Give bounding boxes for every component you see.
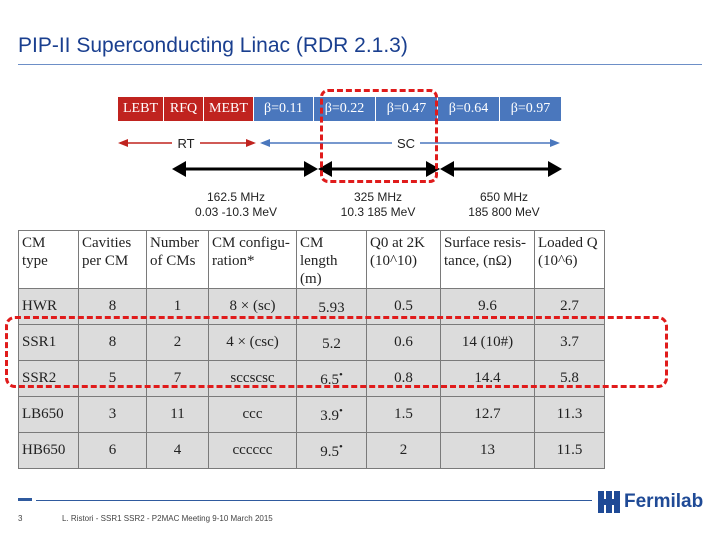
header-resistance: Surface resis-tance, (nΩ) [440, 230, 535, 289]
section-rfq: RFQ [164, 97, 204, 121]
slide-title: PIP-II Superconducting Linac (RDR 2.1.3) [18, 34, 408, 57]
freq-arrow-162 [172, 161, 318, 177]
highlight-ssr-rows [5, 316, 668, 388]
page-number: 3 [18, 514, 23, 523]
cell-q0: 2 [366, 432, 441, 469]
cell-type: LB650 [18, 396, 79, 433]
cell-type: SSR1 [18, 324, 79, 361]
section-beta-011: β=0.11 [254, 97, 314, 121]
cell-loaded-q: 5.8 [534, 360, 605, 397]
cell-config: cccccc [208, 432, 297, 469]
energy-650-label: 185 800 MeV [468, 205, 540, 219]
cell-length: 9.5• [296, 432, 367, 469]
cell-cavities: 3 [78, 396, 147, 433]
footer-text: L. Ristori - SSR1 SSR2 - P2MAC Meeting 9… [62, 514, 273, 523]
cell-q0: 1.5 [366, 396, 441, 433]
fermilab-logo: Fermilab [598, 489, 703, 515]
sc-arrow [260, 139, 560, 147]
cell-config: ccc [208, 396, 297, 433]
header-q0: Q0 at 2K(10^10) [366, 230, 441, 289]
freq-group-325: 325 MHz 10.3 185 MeV [328, 190, 428, 220]
linac-section-bar: LEBT RFQ MEBT β=0.11 β=0.22 β=0.47 β=0.6… [118, 97, 562, 121]
footer-accent [18, 498, 32, 501]
cell-length: 5.2 [296, 324, 367, 361]
freq-325-label: 325 MHz [353, 190, 403, 204]
header-config: CM configu-ration* [208, 230, 297, 289]
cell-cavities: 6 [78, 432, 147, 469]
cell-length: 6.5• [296, 360, 367, 397]
section-beta-022: β=0.22 [314, 97, 376, 121]
freq-group-650: 650 MHz 185 800 MeV [454, 190, 554, 220]
table-row: LB650 3 11 ccc 3.9• 1.5 12.7 11.3 [18, 396, 605, 433]
freq-group-162: 162.5 MHz 0.03 -10.3 MeV [186, 190, 286, 220]
linac-arrows-diagram: RT SC [118, 136, 562, 177]
cell-loaded-q: 11.3 [534, 396, 605, 433]
cell-type: HB650 [18, 432, 79, 469]
freq-arrow-650 [440, 161, 562, 177]
footer-divider [36, 500, 592, 501]
fermilab-logo-text: Fermilab [624, 491, 704, 512]
table-row: SSR1 8 2 4 × (csc) 5.2 0.6 14 (10#) 3.7 [18, 324, 605, 361]
cell-num-cms: 4 [146, 432, 209, 469]
cell-loaded-q: 11.5 [534, 432, 605, 469]
section-beta-097: β=0.97 [500, 97, 562, 121]
freq-650-label: 650 MHz [479, 190, 529, 204]
cell-type: SSR2 [18, 360, 79, 397]
energy-325-label: 10.3 185 MeV [340, 205, 416, 219]
table-row: HB650 6 4 cccccc 9.5• 2 13 11.5 [18, 432, 605, 469]
cell-length: 3.9• [296, 396, 367, 433]
section-beta-064: β=0.64 [438, 97, 500, 121]
section-mebt: MEBT [204, 97, 254, 121]
cell-resistance: 13 [440, 432, 535, 469]
freq-162-label: 162.5 MHz [206, 190, 266, 204]
cell-num-cms: 7 [146, 360, 209, 397]
cell-num-cms: 11 [146, 396, 209, 433]
cell-cavities: 8 [78, 324, 147, 361]
header-length: CM length(m) [296, 230, 367, 289]
freq-arrow-325 [318, 161, 440, 177]
section-lebt: LEBT [118, 97, 164, 121]
title-divider [18, 64, 702, 65]
cell-loaded-q: 3.7 [534, 324, 605, 361]
energy-162-label: 0.03 -10.3 MeV [194, 205, 278, 219]
highlight-325mhz-sections [320, 89, 438, 183]
cell-config: sccscsc [208, 360, 297, 397]
cell-resistance: 14.4 [440, 360, 535, 397]
rt-label: RT [177, 136, 194, 151]
header-loaded-q: Loaded Q(10^6) [534, 230, 605, 289]
cell-config: 4 × (csc) [208, 324, 297, 361]
cell-resistance: 12.7 [440, 396, 535, 433]
fermilab-logo-icon [598, 491, 620, 513]
cell-cavities: 5 [78, 360, 147, 397]
rt-arrow [118, 139, 256, 147]
sc-label: SC [397, 136, 415, 151]
